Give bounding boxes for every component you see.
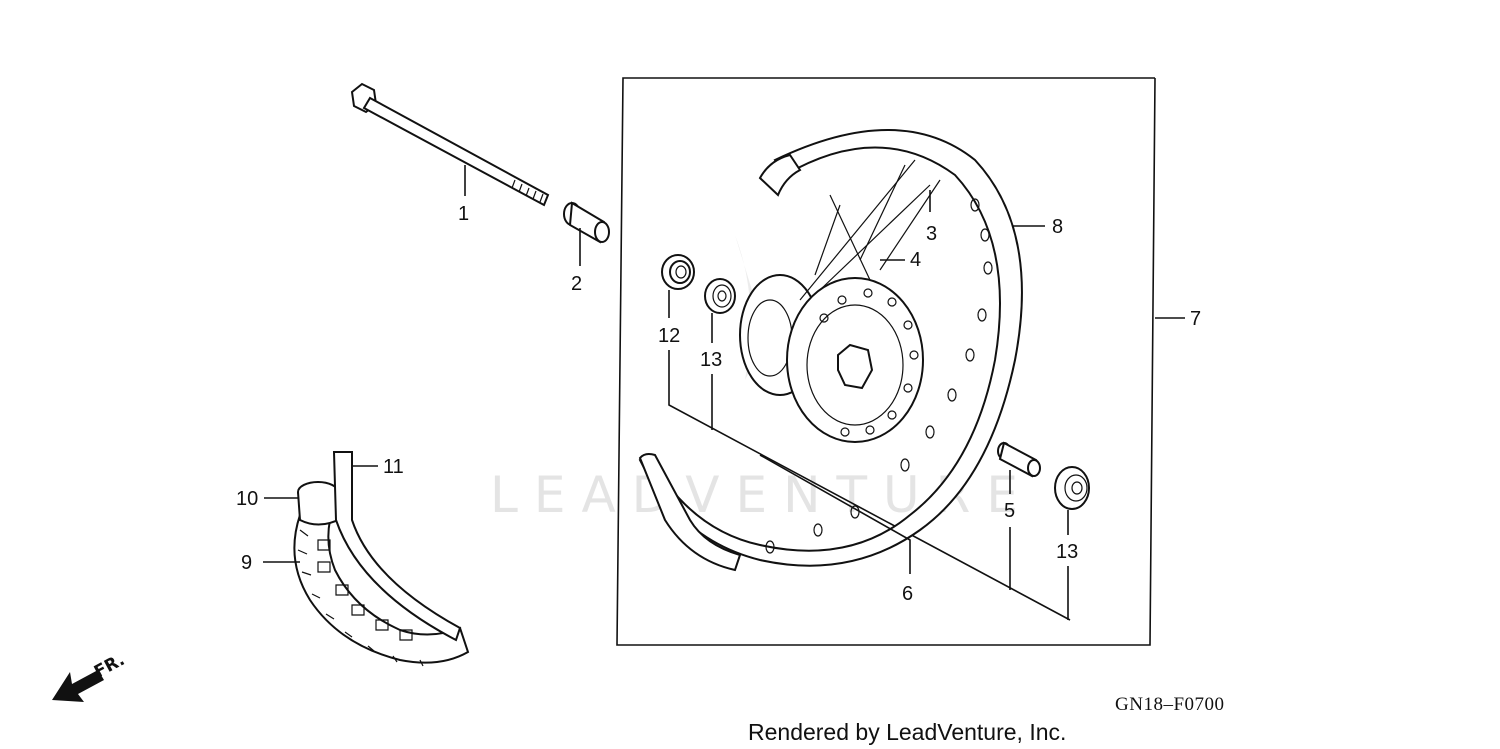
callout-8: 8 xyxy=(1052,216,1063,238)
callout-3: 3 xyxy=(926,223,937,245)
callout-6: 6 xyxy=(902,583,913,605)
bearing-left-part[interactable] xyxy=(704,278,736,314)
callout-9: 9 xyxy=(241,552,252,574)
diagram-code: GN18–F0700 xyxy=(1115,694,1225,715)
rim-band-part[interactable] xyxy=(332,451,462,642)
leader-6 xyxy=(759,454,911,574)
spokes-part[interactable] xyxy=(799,159,941,301)
callout-4: 4 xyxy=(910,249,921,271)
callout-5: 5 xyxy=(1004,500,1015,522)
callout-11: 11 xyxy=(383,456,404,478)
dust-seal-part[interactable] xyxy=(661,254,695,290)
hub-part[interactable] xyxy=(739,274,924,443)
distance-collar-part[interactable] xyxy=(997,441,1041,478)
bearing-right-part[interactable] xyxy=(1054,466,1090,510)
callout-2: 2 xyxy=(571,273,582,295)
axle-part[interactable] xyxy=(350,82,550,207)
render-credit: Rendered by LeadVenture, Inc. xyxy=(748,719,1066,745)
callout-12: 12 xyxy=(658,325,680,347)
front-direction-arrow-icon xyxy=(52,670,104,702)
callout-13b: 13 xyxy=(1056,541,1078,563)
rim-part[interactable] xyxy=(638,129,1023,572)
collar-part[interactable] xyxy=(563,201,610,244)
leader-12b xyxy=(668,350,1071,621)
callout-10: 10 xyxy=(236,488,258,510)
tire-part[interactable] xyxy=(293,513,470,667)
callout-7: 7 xyxy=(1190,308,1201,330)
callout-1: 1 xyxy=(458,203,469,225)
callout-13a: 13 xyxy=(700,349,722,371)
assembly-frame xyxy=(616,77,1156,646)
